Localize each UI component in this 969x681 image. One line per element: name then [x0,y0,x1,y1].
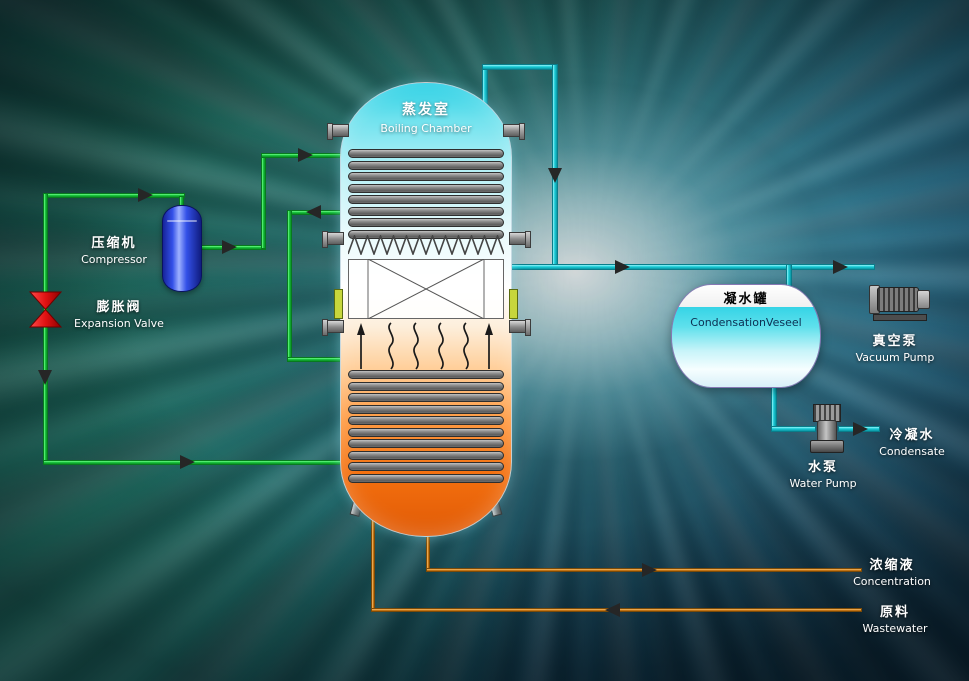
flow-arrow [605,603,620,617]
vacuum-pump-label: 真空泵 Vacuum Pump [843,330,947,364]
boiling-chamber-label: 蒸发室 Boiling Chamber [341,99,511,135]
wastewater-label: 原料 Wastewater [843,601,947,635]
flow-arrow [833,260,848,274]
coil-tube [348,195,504,204]
nozzle-icon [327,123,349,140]
nozzle-icon [509,231,531,248]
feed-pipe [371,512,375,612]
condensation-vessel-band [672,285,820,307]
pump-base [810,440,844,453]
coil-tube [348,404,504,414]
flow-arrow [548,168,562,183]
compressor-label-zh: 压缩机 [91,236,137,251]
flow-arrow [615,260,630,274]
flow-arrow [642,563,657,577]
condensation-vessel: 凝水罐 CondensationVeseel [671,284,821,388]
coil-tube [348,462,504,471]
vapor-pipe [552,64,558,270]
coil-tube [348,229,504,239]
vapor-pipe [505,264,875,270]
coil-tube [348,427,504,437]
pump-base [873,314,927,321]
coil-tube [348,416,504,425]
coil-tube [348,206,504,216]
vacuum-pump-label-en: Vacuum Pump [855,351,935,364]
condensate-label-en: Condensate [879,445,945,458]
packing-crosshatch-icon [348,259,504,319]
compressor-icon [162,205,202,292]
refrigerant-pipe [43,193,48,465]
coil-tube [348,381,504,391]
flow-arrow [222,240,237,254]
refrigerant-pipe [261,153,266,249]
coil-tube [348,172,504,181]
expansion-valve-label-zh: 膨胀阀 [96,300,142,315]
concentration-label-en: Concentration [853,575,931,588]
nozzle-icon [322,319,344,336]
expansion-valve-label: 膨胀阀 Expansion Valve [62,296,176,330]
coil-tube [348,370,504,379]
water-pump-icon [808,404,844,454]
condensation-vessel-body [672,307,820,387]
coil-tube [348,473,504,483]
water-pump-label-en: Water Pump [789,477,857,490]
flow-arrow [180,455,195,469]
pump-motor [877,287,919,312]
boiling-chamber-label-zh: 蒸发室 [402,102,450,118]
vacuum-pump-label-zh: 真空泵 [872,334,918,349]
top-coil-icon [348,149,504,239]
concentration-label: 浓缩液 Concentration [834,554,950,588]
concentration-label-zh: 浓缩液 [869,558,915,573]
flow-arrow [38,370,52,385]
compressor-label: 压缩机 Compressor [66,232,162,266]
coil-tube [348,439,504,448]
nozzle-icon [509,319,531,336]
boiling-chamber-vessel: 蒸发室 Boiling Chamber [340,82,512,537]
wastewater-label-zh: 原料 [879,605,910,620]
flow-arrow [306,205,321,219]
refrigerant-pipe [287,210,292,362]
demister-zigzag-icon [348,235,504,255]
coil-tube [348,160,504,170]
expansion-valve-icon [29,291,62,328]
flow-arrow [853,422,868,436]
water-pump-label: 水泵 Water Pump [771,456,875,490]
vapor-flow-icon [357,322,493,370]
condensate-pipe [771,426,816,432]
coil-tube [348,218,504,227]
packing-connector-icon [334,289,343,319]
condensation-vessel-label-zh: 凝水罐 [723,292,769,307]
coil-tube [348,183,504,193]
flow-arrow [138,188,153,202]
condensate-pipe [771,382,777,432]
boiling-chamber-label-en: Boiling Chamber [380,122,472,135]
vacuum-pump-icon [869,279,930,321]
condensate-label: 冷凝水 Condensate [864,424,960,458]
coil-tube [348,393,504,402]
bottom-coil-icon [348,370,504,483]
compressor-label-en: Compressor [81,253,147,266]
packing-connector-icon [509,289,518,319]
refrigerant-pipe [43,193,185,198]
vapor-pipe [482,64,558,70]
refrigerant-pipe [287,357,345,362]
condensate-label-zh: 冷凝水 [889,428,935,443]
pump-cap [917,290,930,309]
coil-tube [348,450,504,460]
nozzle-icon [503,123,525,140]
expansion-valve-label-en: Expansion Valve [74,317,164,330]
pump-body [817,420,837,442]
coil-tube [348,149,504,158]
nozzle-icon [322,231,344,248]
flow-arrow [298,148,313,162]
condensation-vessel-label-en: CondensationVeseel [690,316,802,329]
wastewater-label-en: Wastewater [862,622,928,635]
water-pump-label-zh: 水泵 [807,460,838,475]
